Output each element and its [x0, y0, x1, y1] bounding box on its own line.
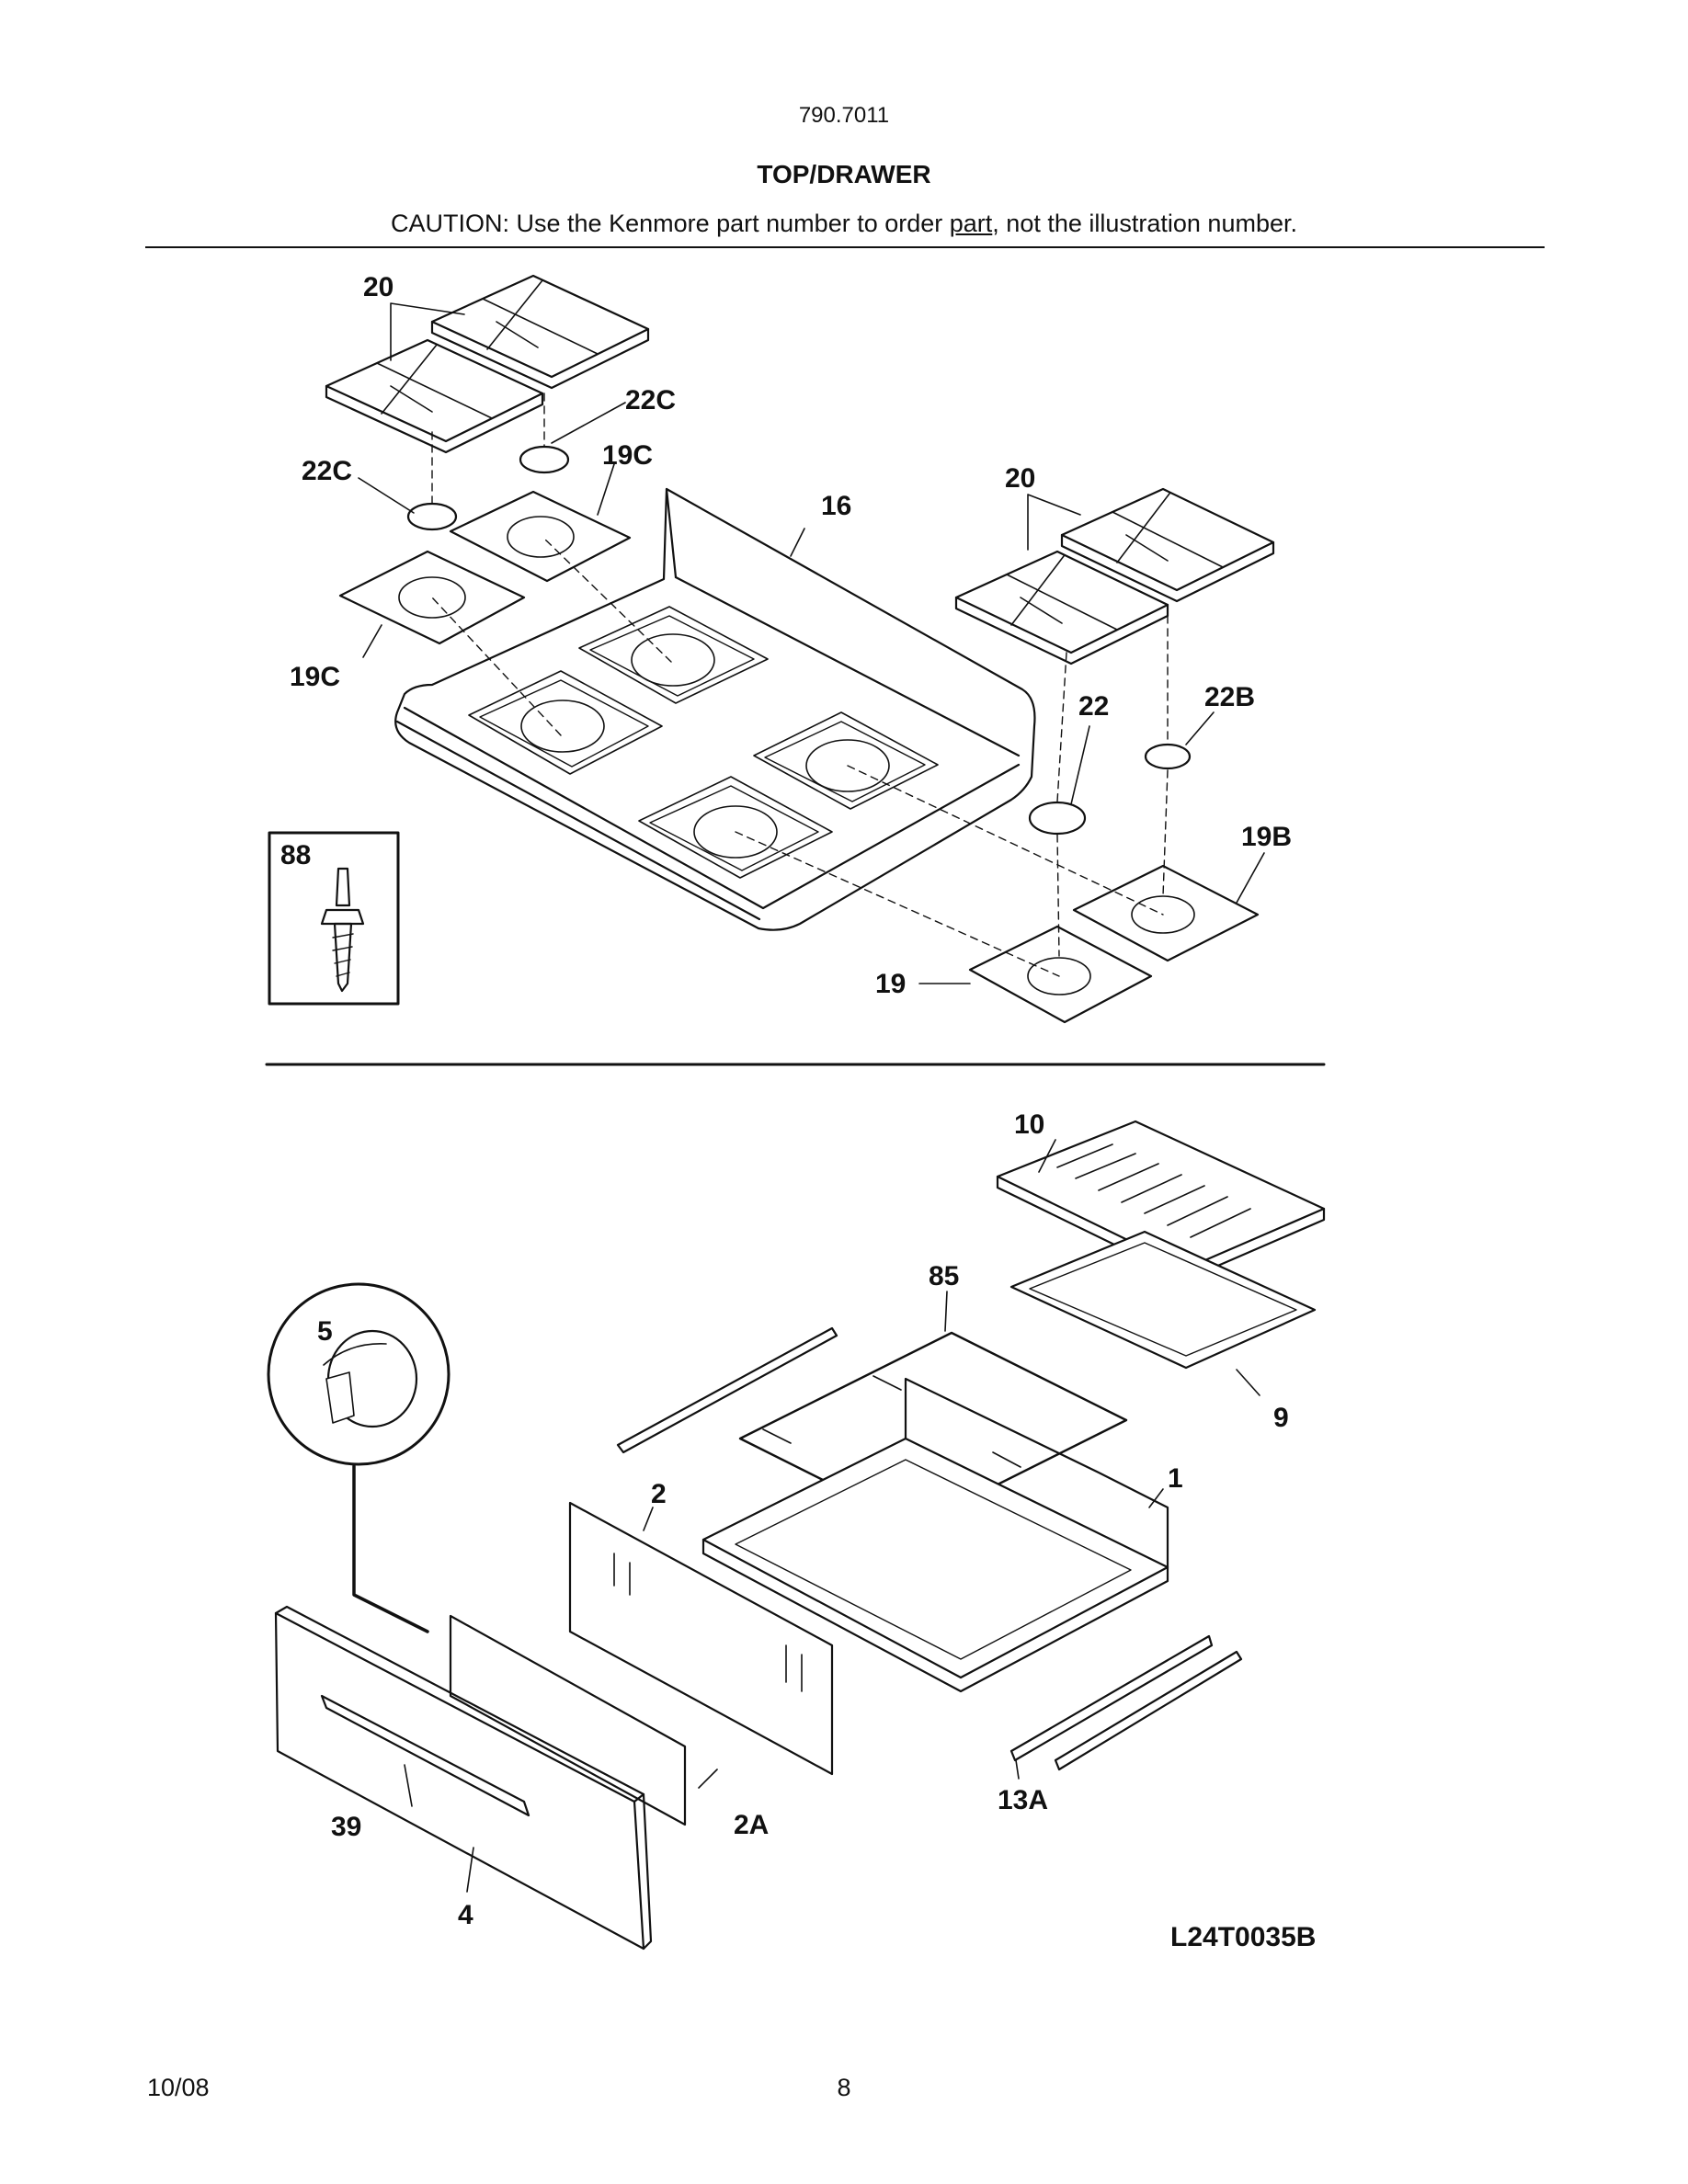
- callout-pan-19c-upper: 19C: [602, 440, 653, 471]
- callout-cap-22c-upper: 22C: [625, 385, 676, 415]
- cap-22-part: [1028, 801, 1087, 836]
- diagram-code: L24T0035B: [1170, 1922, 1316, 1952]
- callout-cap-22c-left: 22C: [302, 456, 352, 486]
- callout-cap-22b: 22B: [1204, 682, 1255, 712]
- caution-suffix: , not the illustration number.: [992, 210, 1297, 237]
- callout-drawer-body: 1: [1168, 1463, 1183, 1494]
- header-divider: [145, 246, 1545, 248]
- caution-underlined: part: [949, 210, 993, 237]
- leader-lines: [358, 302, 1265, 1893]
- callout-pan-19b: 19B: [1241, 822, 1292, 852]
- drip-pan-19c-lower-part: [338, 550, 526, 645]
- page-number: 8: [837, 2074, 851, 2101]
- model-number: 790.7011: [798, 103, 890, 128]
- drawer-front-inner-part: [568, 1501, 834, 1776]
- callout-drawer-front: 4: [458, 1900, 473, 1930]
- drawer-slides-part: [616, 1326, 1243, 1771]
- callout-pan-19: 19: [875, 969, 906, 999]
- callout-grate-left: 20: [363, 272, 393, 302]
- callout-pan-19c-lower: 19C: [290, 662, 340, 692]
- callout-grate-right: 20: [1005, 463, 1035, 494]
- cooktop-part: [394, 487, 1036, 931]
- drip-pan-19b-part: [1072, 864, 1260, 962]
- broil-grid-part: [996, 1120, 1326, 1281]
- cap-22c-left-part: [406, 502, 458, 531]
- callout-cap-22: 22: [1078, 691, 1109, 722]
- caution-prefix: CAUTION: Use the Kenmore part number to …: [391, 210, 950, 237]
- screw-88-inset: [268, 831, 400, 1006]
- drip-pan-19-part: [968, 925, 1153, 1024]
- callout-drawer-panel: 2A: [734, 1810, 769, 1840]
- callout-knob: 5: [317, 1316, 333, 1347]
- left-grates-part: [325, 274, 650, 454]
- knob-inset: [267, 1282, 451, 1633]
- callout-handle: 39: [331, 1812, 361, 1842]
- footer-date: 10/08: [147, 2074, 210, 2101]
- drawer-body-part: [701, 1377, 1169, 1693]
- right-grates-part: [954, 487, 1275, 665]
- callout-broil-pan: 9: [1273, 1403, 1289, 1433]
- page-title: TOP/DRAWER: [757, 160, 931, 188]
- drip-pan-19c-upper-part: [449, 490, 632, 583]
- callout-broil-grid: 10: [1014, 1109, 1044, 1140]
- callout-rack: 85: [929, 1261, 959, 1291]
- callout-screw-88: 88: [280, 840, 311, 870]
- cap-22c-upper-part: [519, 445, 570, 474]
- callout-cooktop: 16: [821, 491, 851, 521]
- caution-note: CAUTION: Use the Kenmore part number to …: [0, 210, 1688, 238]
- callout-slides: 13A: [998, 1785, 1048, 1815]
- cap-22b-part: [1144, 743, 1192, 770]
- broil-pan-part: [1009, 1230, 1317, 1370]
- drawer-panel-part: [449, 1614, 687, 1826]
- handle-part: [320, 1694, 530, 1817]
- drawer-front-part: [274, 1605, 653, 1951]
- callout-drawer-front-inner: 2: [651, 1479, 667, 1509]
